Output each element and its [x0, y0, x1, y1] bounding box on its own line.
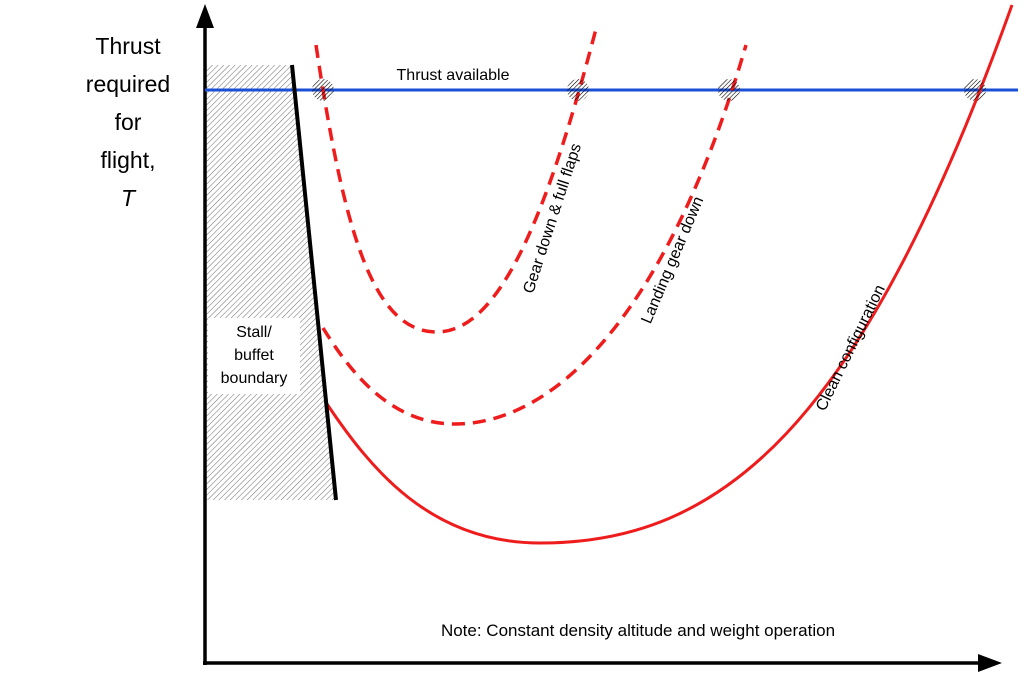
intersection-markers	[312, 79, 986, 101]
stall-buffet-label: Stall/ buffet boundary	[221, 324, 288, 387]
clean-configuration-label: Clean configuration	[813, 282, 889, 413]
stall-buffet-region	[205, 65, 336, 500]
stall-label-line-1: Stall/	[236, 324, 272, 341]
landing-gear-down-label: Landing gear down	[638, 194, 707, 326]
stall-label-background	[208, 318, 300, 394]
stall-label-line-2: buffet	[234, 347, 274, 364]
landing-gear-down-curve	[321, 44, 748, 426]
y-axis-arrow	[196, 4, 214, 28]
intersection-marker-gear-flaps-high	[567, 79, 589, 101]
y-axis-label: Thrust required for flight, T	[86, 33, 170, 211]
intersection-marker-gear-flaps-low	[312, 79, 334, 101]
x-axis-arrow	[978, 654, 1002, 672]
clean-configuration-curve	[325, 4, 1014, 545]
y-axis-label-line-1: Thrust	[95, 33, 161, 59]
gear-down-full-flaps-curve	[314, 24, 599, 334]
intersection-marker-landing-gear	[718, 79, 740, 101]
y-axis-label-symbol: T	[121, 185, 137, 211]
stall-label-line-3: boundary	[221, 370, 288, 387]
y-axis-label-line-2: required	[86, 71, 170, 97]
stall-buffet-boundary-line	[290, 64, 338, 501]
thrust-available-label: Thrust available	[397, 67, 510, 84]
note-text: Note: Constant density altitude and weig…	[441, 621, 835, 640]
y-axis-label-line-3: for	[115, 109, 142, 135]
y-axis-label-line-4: flight,	[101, 147, 156, 173]
gear-down-full-flaps-label: Gear down & full flaps	[520, 142, 585, 296]
intersection-marker-clean	[964, 79, 986, 101]
